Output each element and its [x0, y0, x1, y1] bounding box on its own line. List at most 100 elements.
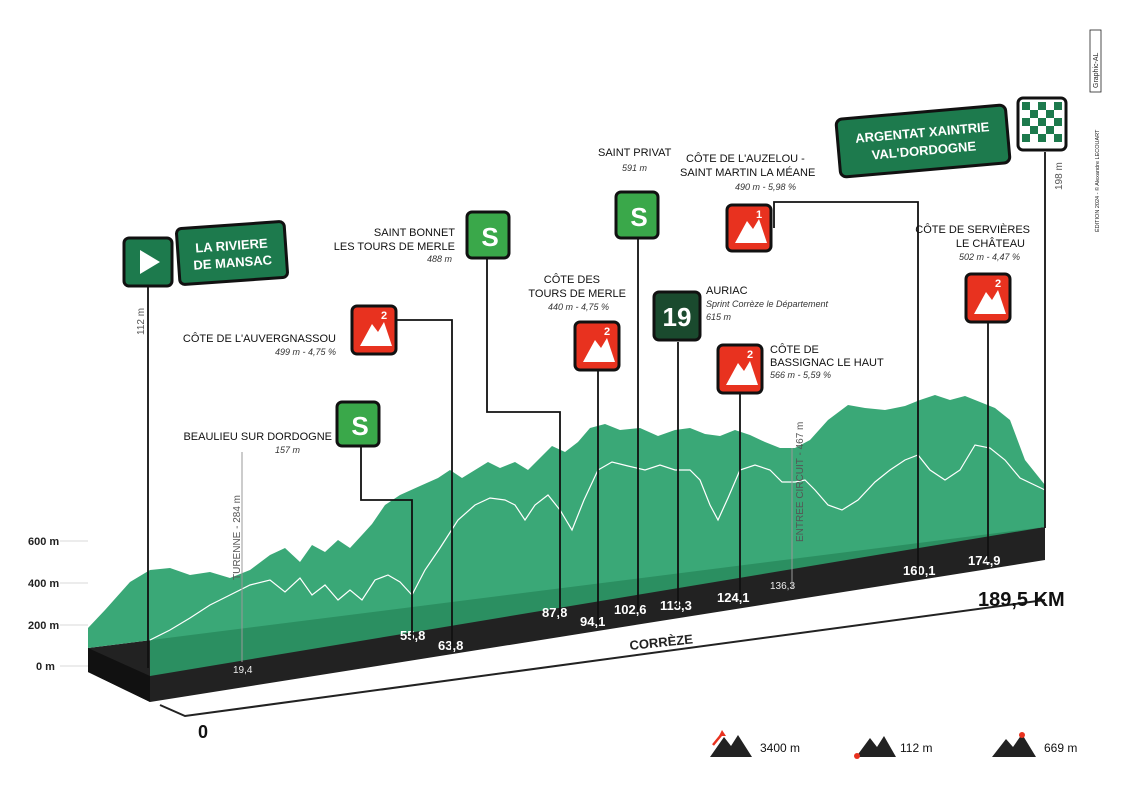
km-label-auzelou: 160,1 — [903, 563, 936, 578]
beaulieu-name: BEAULIEU SUR DORDOGNE — [183, 431, 332, 443]
checker-square — [1054, 118, 1062, 126]
start-flag — [122, 236, 174, 288]
km-label-auriac: 113,3 — [660, 598, 692, 613]
checker-square — [1046, 126, 1054, 134]
start-name-line2: DE MANSAC — [193, 252, 273, 272]
checker-square — [1054, 134, 1062, 142]
checker-square — [1054, 102, 1062, 110]
finish-distance: 189,5 KM — [978, 589, 1065, 611]
mountain-elevation-gain-icon — [710, 730, 752, 757]
km-label-saint-privat: 102,6 — [614, 602, 647, 617]
climb-badge-auzelou: 1 — [725, 203, 773, 253]
beaulieu-detail: 157 m — [275, 445, 301, 455]
climb-category: 2 — [604, 326, 610, 338]
km-label-turenne: 19,4 — [233, 665, 253, 676]
profile-ridge-line — [149, 444, 1046, 641]
sprint-badge-auriac: 19 — [652, 290, 702, 342]
y-tick-200: 200 m — [28, 620, 59, 632]
km-label-servieres: 174,9 — [968, 553, 1001, 568]
saint-bonnet-name-line1: SAINT BONNET — [374, 227, 455, 239]
place-labels: BEAULIEU SUR DORDOGNE 157 m CÔTE DE L'AU… — [183, 147, 1030, 455]
climb-category: 2 — [995, 278, 1001, 290]
saint-privat-name: SAINT PRIVAT — [598, 147, 672, 159]
legend-elevation-gain: 3400 m — [760, 741, 800, 755]
servieres-name-line2: LE CHÂTEAU — [956, 237, 1025, 250]
km-label-saint-bonnet: 87,8 — [542, 605, 567, 620]
y-tick-400: 400 m — [28, 578, 59, 590]
checker-square — [1038, 118, 1046, 126]
sprint-icon: S — [481, 222, 498, 252]
saint-privat-detail: 591 m — [622, 163, 648, 173]
legend-highest-point: 669 m — [1044, 741, 1077, 755]
mountain-icon — [360, 322, 392, 346]
mountain-icon — [735, 219, 767, 243]
climb-category: 2 — [747, 349, 753, 361]
km-labels: 19,4 55,8 63,8 87,8 94,1 102,6 113,3 124… — [233, 553, 1001, 676]
auzelou-name-line1: CÔTE DE L'AUZELOU - — [686, 152, 805, 165]
bassignac-name-line1: CÔTE DE — [770, 343, 819, 356]
mountain-icon — [726, 361, 758, 385]
turenne-label: TURENNE - 284 m — [232, 495, 243, 580]
climb-category: 1 — [756, 209, 762, 221]
tours-merle-detail: 440 m - 4,75 % — [548, 302, 609, 312]
saint-bonnet-detail: 488 m — [427, 254, 453, 264]
km-label-auvergnassou: 63,8 — [438, 638, 463, 653]
checker-square — [1022, 134, 1030, 142]
finish-flag-icon — [1016, 96, 1068, 152]
finish-name-plate: ARGENTAT XAINTRIE VAL'DORDOGNE — [834, 103, 1012, 179]
start-altitude: 112 m — [136, 308, 147, 335]
climb-badge-servieres: 2 — [964, 272, 1012, 324]
climb-category: 2 — [381, 310, 387, 322]
auzelou-detail: 490 m - 5,98 % — [735, 182, 796, 192]
tours-merle-name-line2: TOURS DE MERLE — [528, 288, 626, 300]
mountain-icon — [974, 290, 1006, 314]
checker-square — [1038, 134, 1046, 142]
finish-altitude: 198 m — [1054, 162, 1065, 190]
start-name-line1: LA RIVIERE — [195, 235, 269, 255]
auvergnassou-detail: 499 m - 4,75 % — [275, 347, 336, 357]
bassignac-detail: 566 m - 5,59 % — [770, 370, 831, 380]
checker-square — [1022, 118, 1030, 126]
profile-base — [88, 527, 1045, 702]
mountain-highest-point-icon — [992, 732, 1036, 757]
leader-lines — [147, 152, 1046, 668]
credits: Graphic-AL ÉDITION 2024 - © Alexandre LE… — [1089, 29, 1102, 232]
saint-bonnet-name-line2: LES TOURS DE MERLE — [334, 241, 455, 253]
climb-badge-bassignac: 2 — [716, 343, 764, 395]
auriac-detail: 615 m — [706, 312, 732, 322]
servieres-detail: 502 m - 4,47 % — [959, 252, 1020, 262]
auvergnassou-name: CÔTE DE L'AUVERGNASSOU — [183, 332, 336, 345]
profile-base-side — [88, 648, 150, 702]
y-tick-600: 600 m — [28, 536, 59, 548]
sprint-badge-beaulieu: S — [335, 400, 381, 448]
climb-badge-auvergnassou: 2 — [350, 304, 398, 356]
tours-merle-name-line1: CÔTE DES — [544, 273, 600, 286]
checker-square — [1022, 102, 1030, 110]
checker-square — [1038, 102, 1046, 110]
bassignac-name-line2: BASSIGNAC LE HAUT — [770, 357, 884, 369]
sprint-icon: S — [630, 202, 647, 232]
y-axis: 600 m 400 m 200 m 0 m — [28, 536, 88, 673]
checker-square — [1030, 126, 1038, 134]
km-label-entree: 136,3 — [770, 581, 795, 592]
sprint-badge-saint-bonnet: S — [465, 210, 511, 260]
km-label-tours-merle: 94,1 — [580, 614, 605, 629]
region-label: CORRÈZE — [629, 631, 694, 653]
entree-circuit-label: ENTREE CIRCUIT - 467 m — [795, 422, 806, 542]
credit-tag: Graphic-AL — [1093, 52, 1100, 88]
legend-lowest-point: 112 m — [900, 741, 932, 755]
sprint-icon: S — [351, 411, 368, 441]
auriac-subtitle: Sprint Corrèze le Département — [706, 299, 829, 309]
play-icon — [140, 250, 160, 274]
mountain-icon — [583, 338, 615, 362]
checker-square — [1030, 110, 1038, 118]
servieres-name-line1: CÔTE DE SERVIÈRES — [915, 223, 1030, 236]
climb-badge-tours-merle: 2 — [573, 320, 621, 372]
mountain-lowest-point-icon — [854, 736, 896, 759]
department-sprint-icon: 19 — [663, 302, 692, 332]
credit-line: ÉDITION 2024 - © Alexandre LECOUART — [1094, 129, 1101, 232]
sprint-badge-saint-privat: S — [614, 190, 660, 240]
start-name-plate: LA RIVIERE DE MANSAC — [175, 220, 289, 286]
